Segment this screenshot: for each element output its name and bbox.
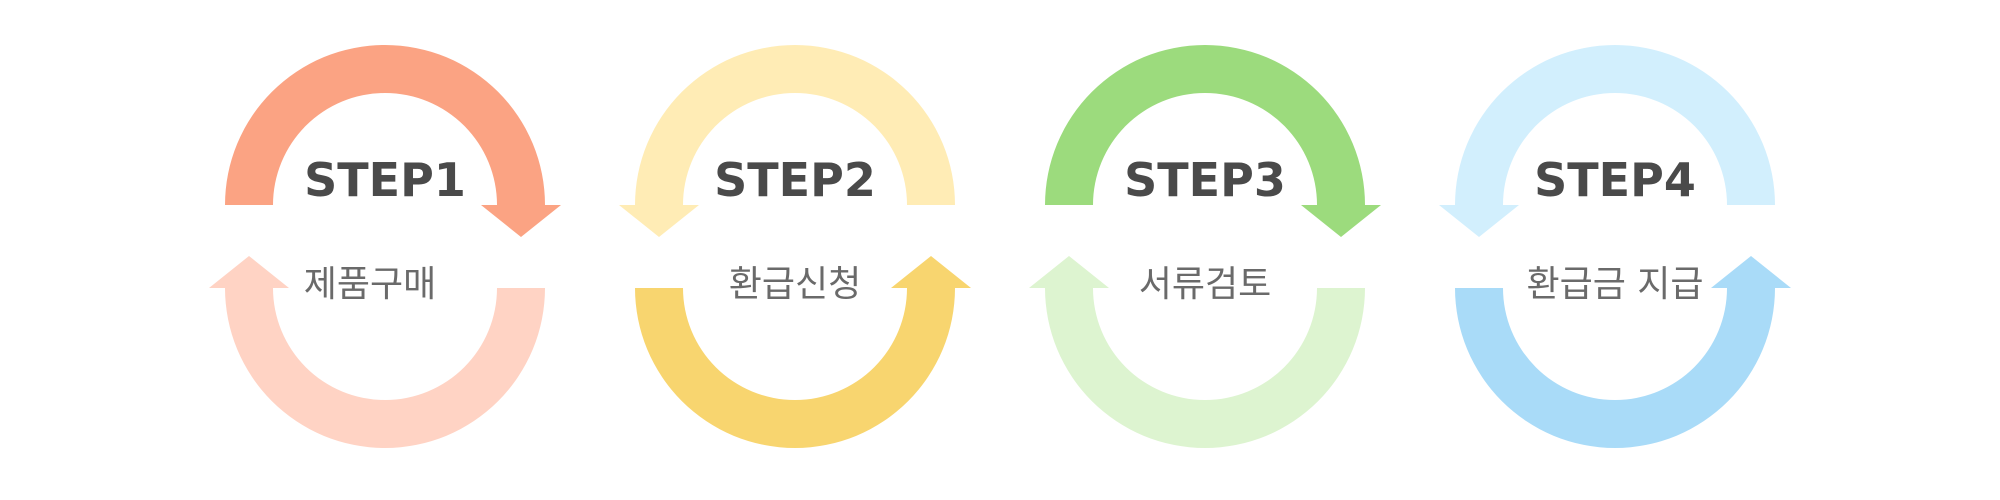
step-2-title: STEP2 [714, 153, 876, 207]
step-1-label: 제품구매 [304, 264, 436, 305]
step-3: STEP3 서류검토 [1029, 45, 1381, 448]
step-3-label: 서류검토 [1139, 264, 1271, 305]
step-4-bottom-arrow [1455, 256, 1791, 448]
step-2-top-arrow [619, 45, 955, 237]
step-4-top-arrow [1439, 45, 1775, 237]
step-3-top-arrow [1045, 45, 1381, 237]
step-1: STEP1 제품구매 [209, 45, 561, 448]
step-4: STEP4 환급금 지급 [1439, 45, 1791, 448]
step-2-bottom-arrow [635, 256, 971, 448]
step-4-title: STEP4 [1534, 153, 1696, 207]
step-3-bottom-arrow [1029, 256, 1365, 448]
step-2: STEP2 환급신청 [619, 45, 971, 448]
step-2-label: 환급신청 [729, 264, 861, 305]
step-4-label: 환급금 지급 [1526, 264, 1703, 305]
step-1-bottom-arrow [209, 256, 545, 448]
step-1-top-arrow [225, 45, 561, 237]
step-1-title: STEP1 [304, 153, 466, 207]
step-3-title: STEP3 [1124, 153, 1286, 207]
